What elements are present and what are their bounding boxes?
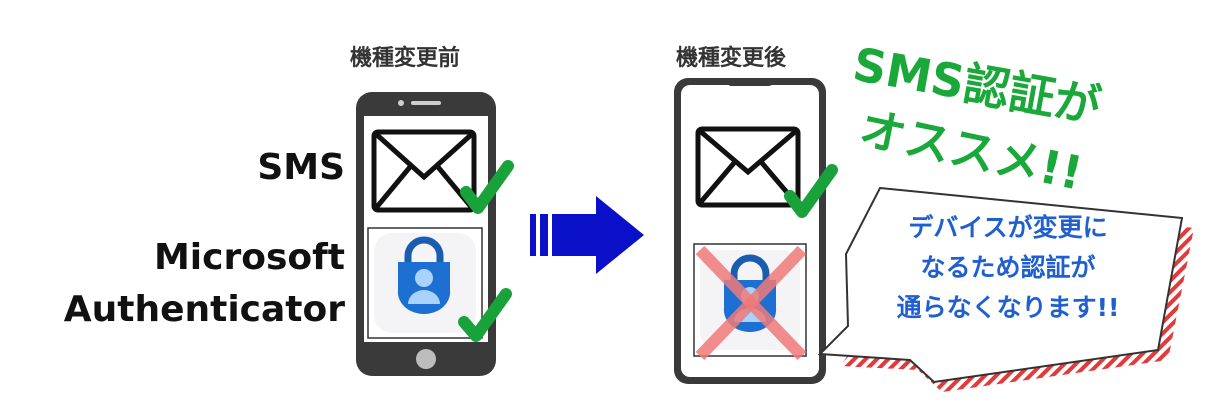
bubble-line-2: なるため認証が — [920, 253, 1096, 282]
before-title: 機種変更前 — [350, 46, 461, 71]
app-label-line2: Authenticator — [63, 289, 345, 330]
bubble-line-1: デバイスが変更に — [908, 213, 1108, 242]
after-title: 機種変更後 — [676, 46, 787, 71]
app-label-line1: Microsoft — [153, 237, 345, 278]
sms-label: SMS — [257, 147, 345, 188]
bubble-line-3: 通らなくなります!! — [896, 293, 1120, 322]
